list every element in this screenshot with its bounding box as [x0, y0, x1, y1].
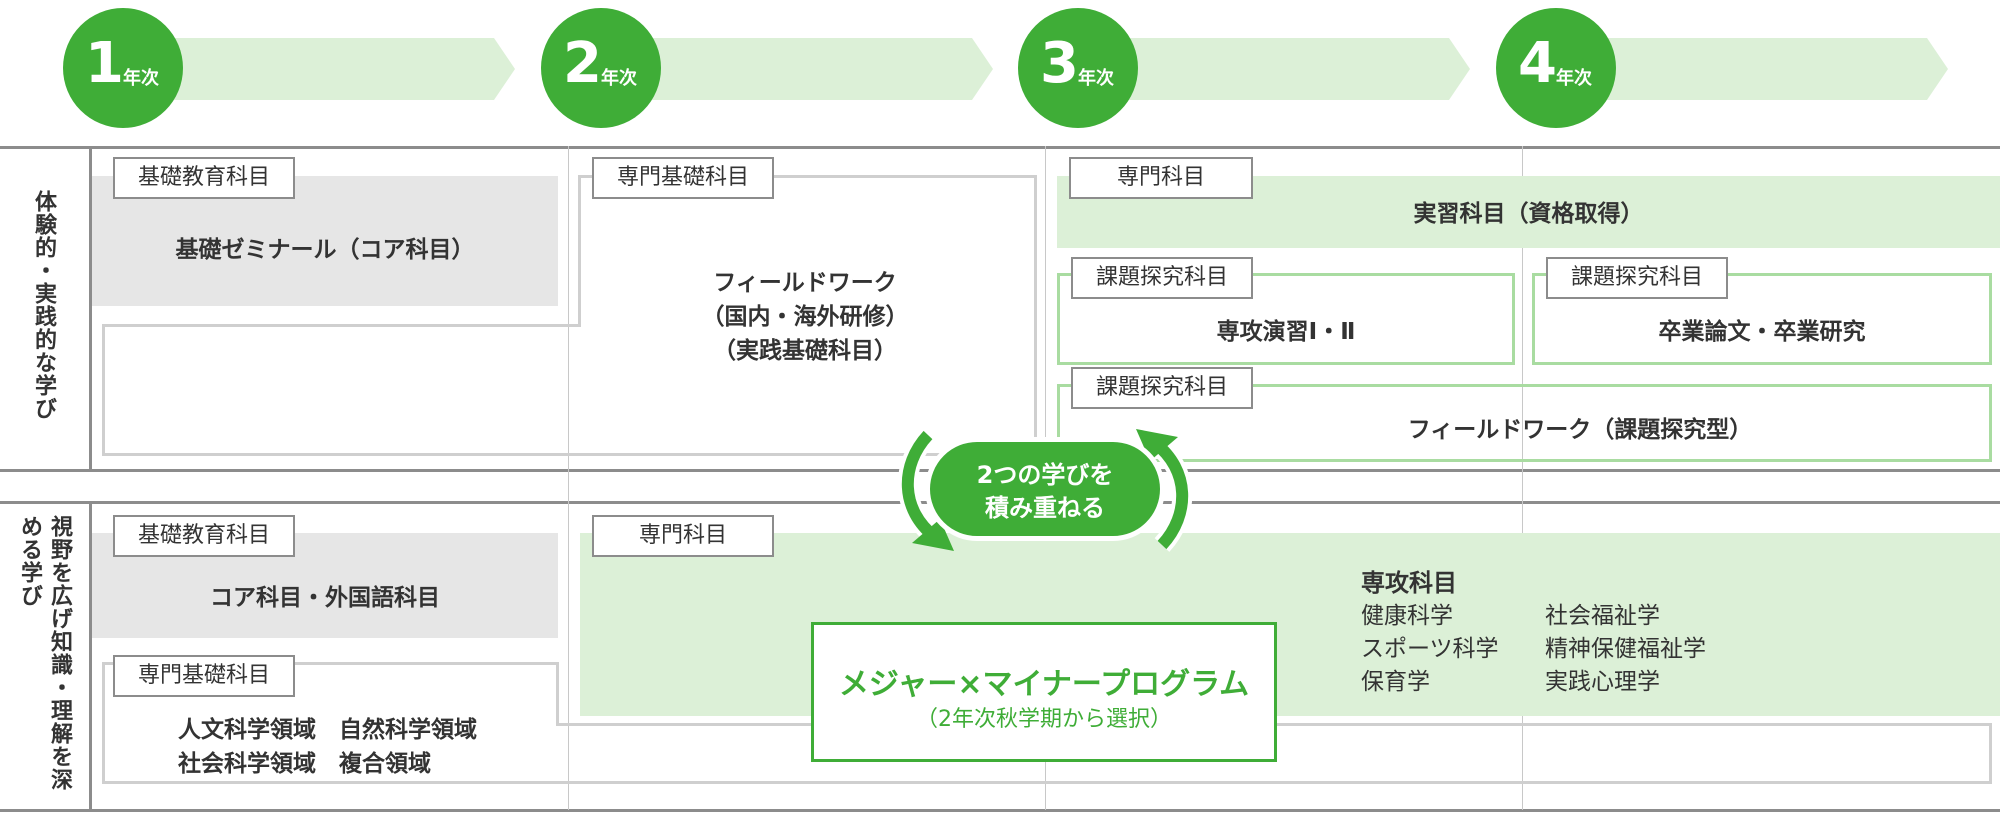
kadai-tag-2: 課題探究科目 — [1546, 257, 1728, 299]
year-suffix: 年次 — [1556, 68, 1592, 89]
year-3-arrow — [1120, 38, 1470, 100]
year-2-badge: 2 年次 — [541, 8, 661, 128]
areas-outline-right — [1989, 723, 1992, 784]
badge-line-2: 積み重ねる — [985, 494, 1105, 522]
senmon-kiso-tag-bottom: 専門基礎科目 — [113, 655, 295, 697]
areas-outline-top — [102, 662, 558, 665]
major-minor-title: メジャー×マイナープログラム — [838, 667, 1250, 702]
grid-line-top — [0, 146, 2000, 149]
year-suffix: 年次 — [601, 68, 637, 89]
year-number: 4 — [1518, 31, 1557, 96]
senkou-item: 健康科学 — [1361, 603, 1453, 629]
fieldwork2-text: フィールドワーク（課題探究型） — [1407, 417, 1753, 443]
areas-outline-left — [102, 662, 105, 784]
grid-line-bottom — [0, 809, 2000, 812]
year-4-arrow — [1598, 38, 1948, 100]
year-number: 1 — [85, 31, 124, 96]
fieldwork-outline-left — [578, 175, 581, 327]
kiso-tag-bottom: 基礎教育科目 — [113, 515, 295, 557]
sotsugyo-text: 卒業論文・卒業研究 — [1658, 319, 1866, 345]
senkou-item: 実践心理学 — [1545, 669, 1660, 695]
year-number: 2 — [563, 31, 602, 96]
badge-line-1: 2つの学びを — [976, 461, 1114, 489]
row-label-knowledge: 視野を広げ知識・理解を深める学び — [17, 515, 72, 791]
senkou-item: 社会福祉学 — [1545, 603, 1660, 629]
fieldwork-outline-top — [578, 175, 1037, 178]
kiso-tag: 基礎教育科目 — [113, 157, 295, 199]
year-1-badge: 1 年次 — [63, 8, 183, 128]
sotsugyo-outline — [1532, 273, 1992, 365]
kiso-extension-outline — [102, 324, 580, 456]
ensyu-outline — [1057, 273, 1515, 365]
label-divider-bottom — [89, 501, 92, 812]
fieldwork-outline-bottom — [102, 453, 1037, 456]
year-4-badge: 4 年次 — [1496, 8, 1616, 128]
senkou-box — [580, 533, 2000, 716]
kadai-tag-3: 課題探究科目 — [1071, 367, 1253, 409]
senmon-kiso-tag-top: 専門基礎科目 — [592, 157, 774, 199]
year-divider-2 — [568, 146, 569, 810]
areas-line-1: 人文科学領域 自然科学領域 — [178, 717, 477, 743]
senkou-title: 専攻科目 — [1361, 569, 1457, 597]
areas-text: 人文科学領域 自然科学領域 社会科学領域 複合領域 — [178, 713, 477, 781]
senkou-item: 保育学 — [1361, 669, 1430, 695]
areas-outline-bottom — [102, 781, 1992, 784]
jisshu-text: 実習科目（資格取得） — [1413, 201, 1644, 227]
year-1-arrow — [165, 38, 515, 100]
kiso-seminar-text: 基礎ゼミナール（コア科目） — [175, 237, 475, 263]
ensyu-text: 専攻演習Ⅰ・Ⅱ — [1216, 319, 1356, 345]
areas-outline-step-v — [556, 662, 559, 726]
fieldwork-outline-right — [1034, 175, 1037, 456]
year-divider-4 — [1522, 146, 1523, 810]
fieldwork2-outline — [1057, 384, 1992, 462]
cycle-arrows-icon — [897, 428, 1193, 552]
fieldwork-outline-far-left — [102, 324, 105, 456]
fieldwork-line-1: フィールドワーク — [713, 270, 897, 296]
fieldwork-line-3: （実践基礎科目） — [713, 338, 897, 364]
year-suffix: 年次 — [1078, 68, 1114, 89]
major-minor-sub: （2年次秋学期から選択） — [916, 707, 1172, 732]
senkou-col-1: 健康科学 スポーツ科学 保育学 — [1361, 600, 1499, 699]
year-3-badge: 3 年次 — [1018, 8, 1138, 128]
senkou-item: 精神保健福祉学 — [1545, 636, 1706, 662]
fieldwork-outline-step — [102, 324, 581, 327]
label-divider-top — [89, 146, 92, 472]
areas-line-2: 社会科学領域 複合領域 — [178, 751, 431, 777]
year-suffix: 年次 — [123, 68, 159, 89]
row-label-experiential: 体験的・実践的な学び — [31, 190, 56, 420]
core-text: コア科目・外国語科目 — [210, 585, 440, 611]
year-number: 3 — [1040, 31, 1079, 96]
senkou-item: スポーツ科学 — [1361, 636, 1499, 662]
center-badge: 2つの学びを 積み重ねる — [925, 437, 1165, 541]
fieldwork-text: フィールドワーク （国内・海外研修） （実践基礎科目） — [630, 266, 980, 368]
senmon-tag-bottom: 専門科目 — [592, 515, 774, 557]
senkou-col-2: 社会福祉学 精神保健福祉学 実践心理学 — [1545, 600, 1706, 699]
senmon-tag-top: 専門科目 — [1069, 157, 1253, 199]
kadai-tag-1: 課題探究科目 — [1071, 257, 1253, 299]
fieldwork-line-2: （国内・海外研修） — [701, 304, 909, 330]
year-2-arrow — [643, 38, 993, 100]
major-minor-box: メジャー×マイナープログラム （2年次秋学期から選択） — [811, 622, 1277, 762]
